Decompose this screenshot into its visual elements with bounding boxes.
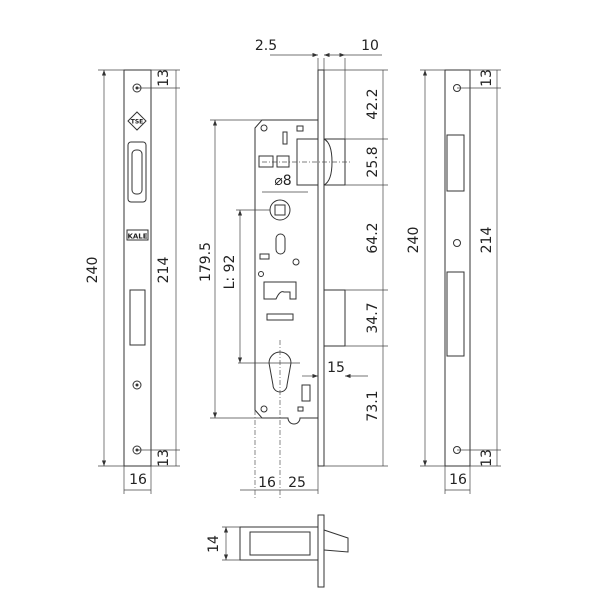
mount-hole-icon xyxy=(453,84,461,454)
latch-strike-slot xyxy=(446,134,465,192)
mount-hole-icon xyxy=(258,124,300,413)
dim-deadbolt-height: 34.7 xyxy=(365,302,381,333)
dim-width: 16 xyxy=(449,472,467,488)
brand-logo-text: KALE xyxy=(127,233,147,241)
latch-slot xyxy=(127,141,147,203)
lock-body-view: ⌀8 2.5 10 42.2 25.8 64.2 34.7 73.1 15 17… xyxy=(198,38,388,500)
lock-case xyxy=(254,119,319,425)
kale-logo xyxy=(126,229,149,241)
right-faceplate-view: 240 13 214 13 16 xyxy=(406,69,501,494)
dim-latch-height: 25.8 xyxy=(365,146,381,177)
deadbolt-slot xyxy=(129,289,146,346)
tse-mark-icon xyxy=(127,111,147,131)
dim-top-to-latch: 42.2 xyxy=(365,88,381,119)
dim-top-offset: 13 xyxy=(156,69,172,87)
dim-backset-right: 25 xyxy=(288,475,306,491)
dim-faceplate-thickness: 2.5 xyxy=(255,38,277,54)
dim-center-distance: L: 92 xyxy=(222,255,238,290)
dim-top-offset: 13 xyxy=(479,69,495,87)
tse-mark-text: TSE xyxy=(131,119,144,126)
dim-latch-to-deadbolt: 64.2 xyxy=(365,222,381,253)
dim-deadbolt-projection: 15 xyxy=(327,360,345,376)
dim-spindle: ⌀8 xyxy=(274,173,291,189)
dim-bottom-offset: 13 xyxy=(479,449,495,467)
dim-latch-projection: 10 xyxy=(361,38,379,54)
left-faceplate-view: TSE KALE 240 13 214 13 16 xyxy=(85,69,180,494)
dim-backset-left: 16 xyxy=(258,475,276,491)
deadbolt-strike-slot xyxy=(446,271,465,357)
dim-case-height: 179.5 xyxy=(198,242,214,282)
dim-width: 16 xyxy=(129,472,147,488)
dim-length: 240 xyxy=(406,227,422,254)
dim-hole-spacing: 214 xyxy=(156,257,172,284)
deadbolt xyxy=(323,289,346,347)
right-faceplate xyxy=(444,69,471,467)
spindle-hole xyxy=(269,199,291,221)
dim-bottom-offset: 13 xyxy=(156,449,172,467)
dim-cylinder-to-bottom: 73.1 xyxy=(365,390,381,421)
latch-bolt xyxy=(258,138,350,186)
center-faceplate xyxy=(317,69,325,467)
bottom-view: 14 xyxy=(206,514,349,588)
dim-thickness: 14 xyxy=(206,535,222,553)
dim-hole-spacing: 214 xyxy=(479,227,495,254)
dim-length: 240 xyxy=(85,257,101,284)
mount-hole-icon xyxy=(132,83,142,455)
left-faceplate xyxy=(123,69,152,467)
